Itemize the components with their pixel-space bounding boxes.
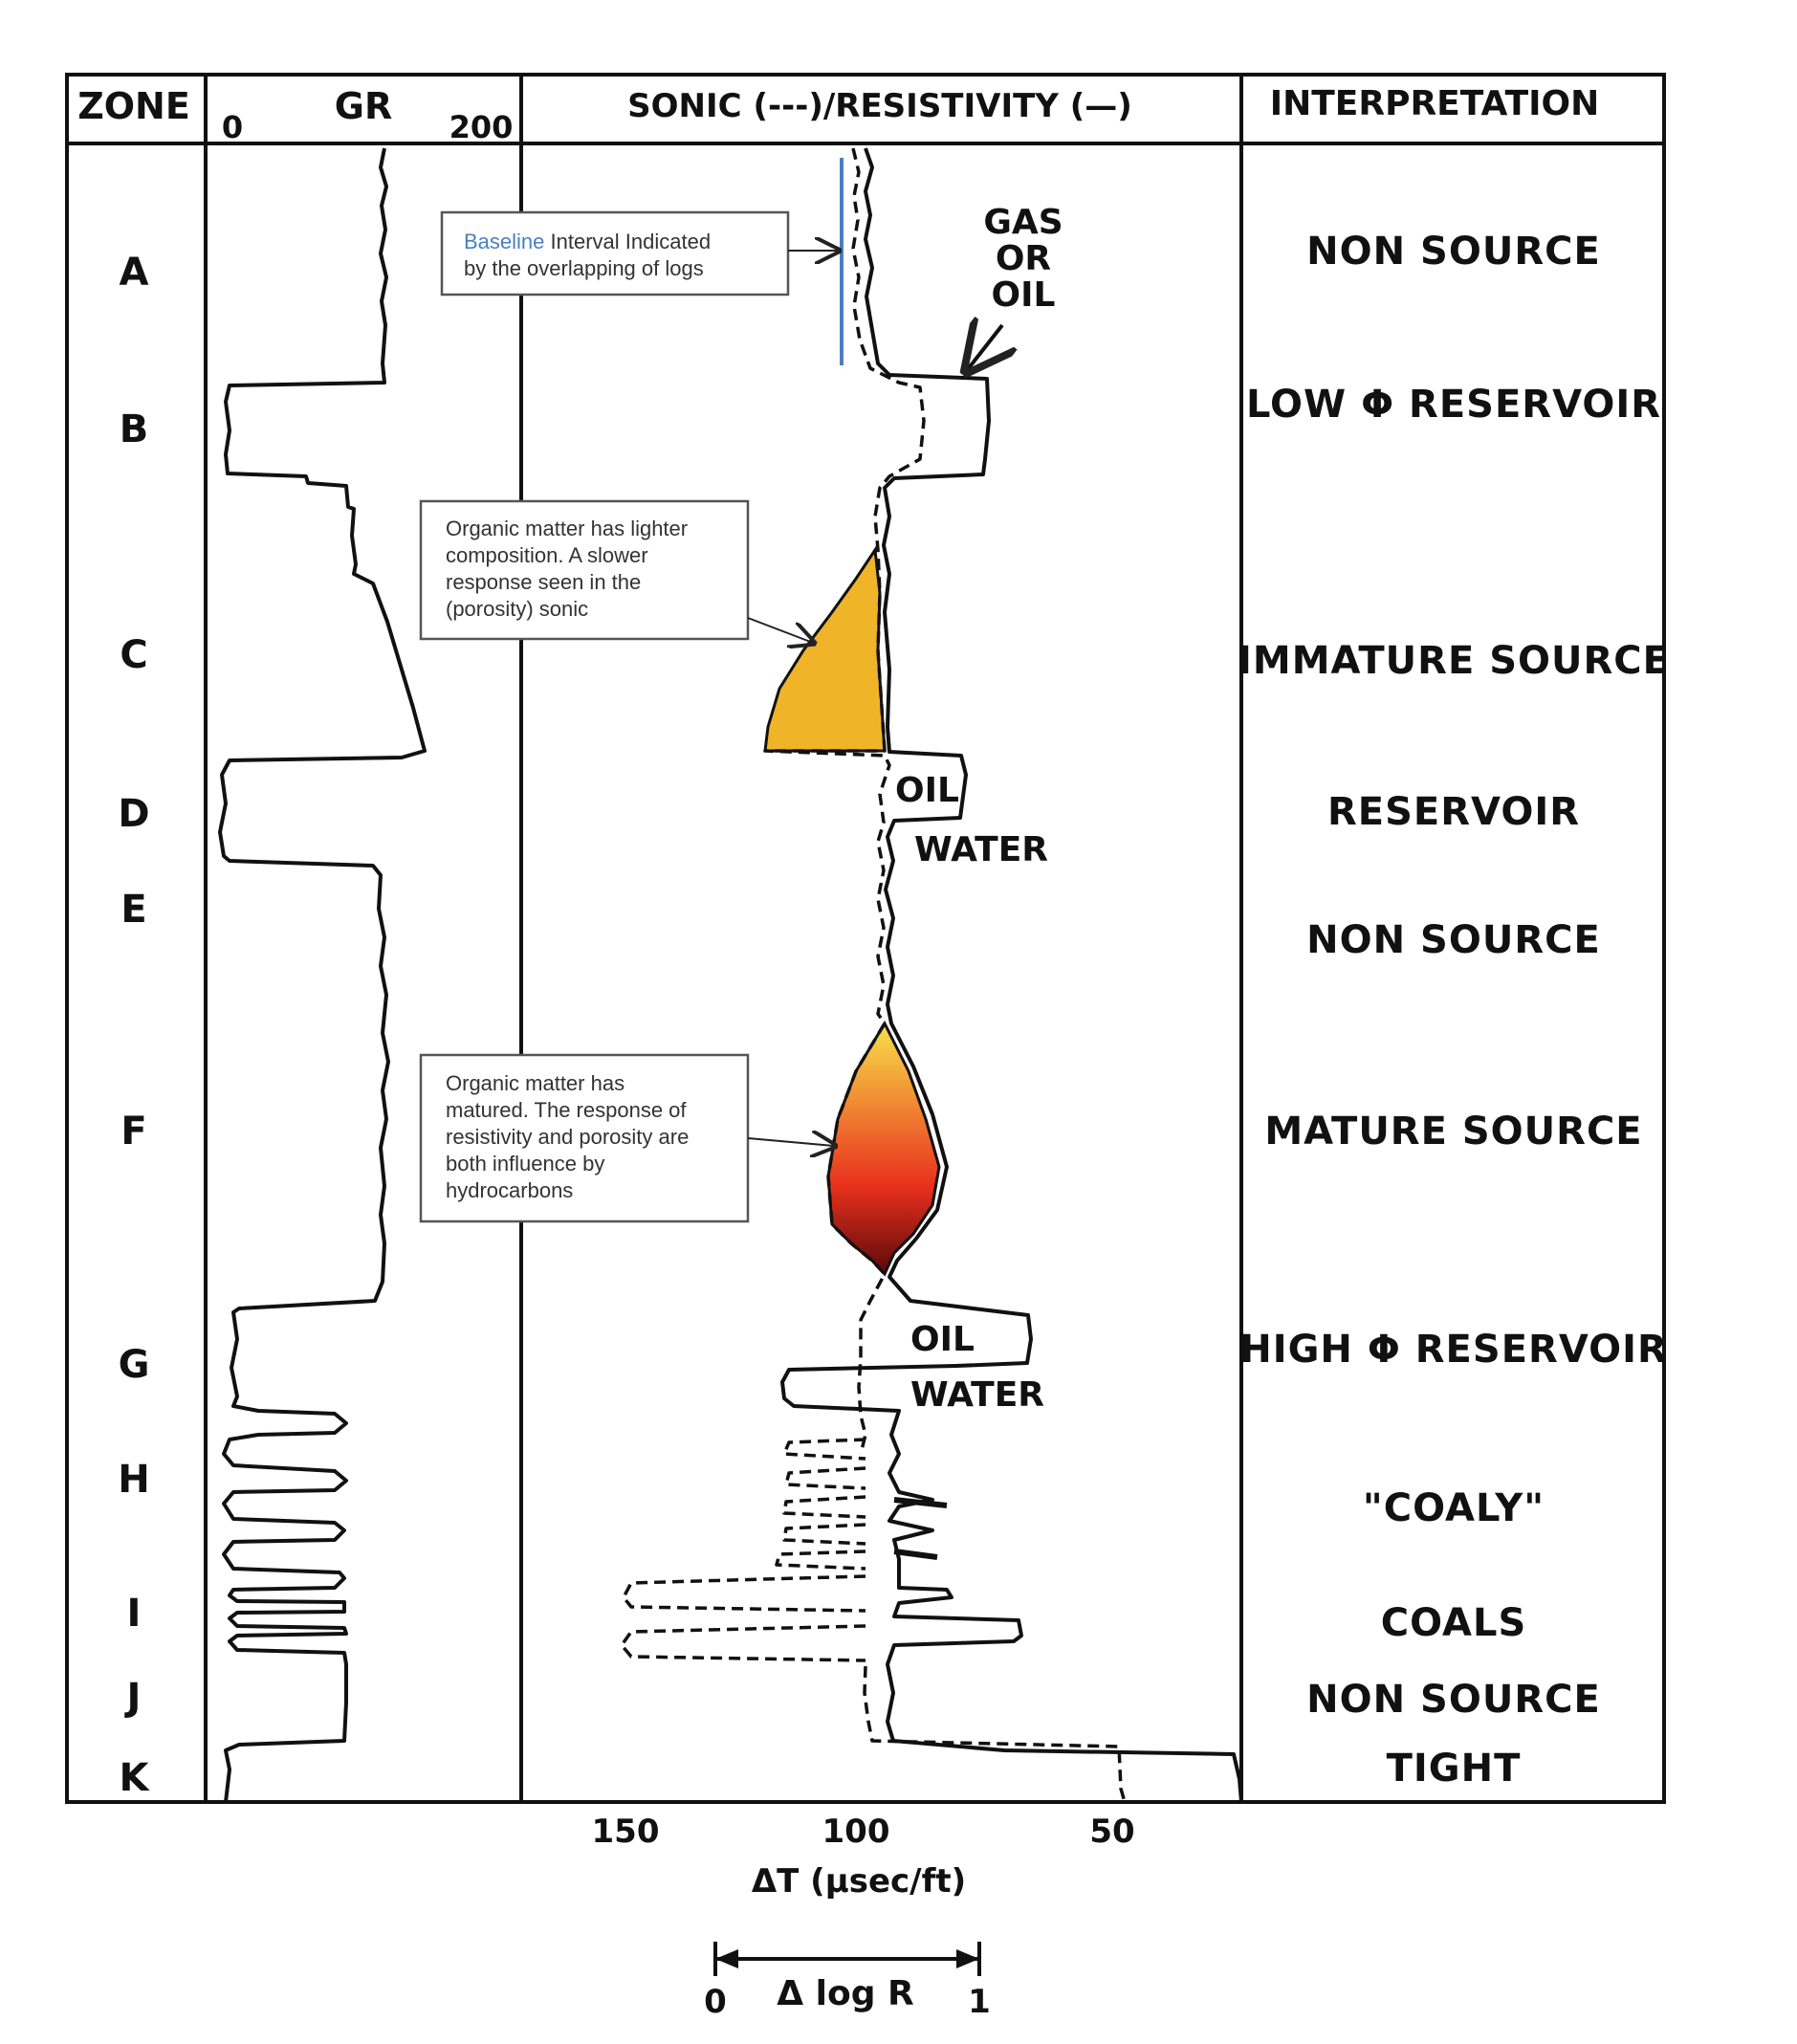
label-gas: GAS: [983, 203, 1063, 242]
svg-text:Baseline Interval Indicated: Baseline Interval Indicated: [464, 230, 711, 253]
scale-left: 0: [704, 1983, 727, 2021]
baseline-note: Baseline Interval Indicated by the overl…: [440, 210, 838, 297]
label-water-zone-g: WATER: [910, 1375, 1044, 1415]
gas-oil-arrow: [968, 325, 1002, 369]
coaly-spikes: [893, 1497, 948, 1560]
baseline-rest: Interval Indicated: [544, 230, 711, 253]
header-zone: ZONE: [77, 85, 190, 127]
immature-note-arrow: [747, 617, 813, 643]
zone-label: A: [120, 251, 149, 295]
mature-note-line: both influence by: [446, 1152, 604, 1176]
header-row: ZONE GR 0 200 SONIC (---)/RESISTIVITY (—…: [77, 84, 1599, 145]
baseline-word: Baseline: [464, 230, 544, 253]
immature-source-fill: [763, 545, 887, 753]
interpretation-label: TIGHT: [1387, 1747, 1522, 1791]
interpretation-labels: NON SOURCE LOW Φ RESERVOIR IMMATURE SOUR…: [1238, 230, 1670, 1791]
interpretation-label: COALS: [1381, 1601, 1527, 1645]
interpretation-label: NON SOURCE: [1306, 918, 1601, 962]
axis-label: ΔT (µsec/ft): [752, 1862, 966, 1901]
curve-labels: GAS OR OIL OIL WATER OIL WATER: [895, 203, 1063, 1415]
zone-label: I: [127, 1592, 142, 1636]
scale-right: 1: [968, 1983, 991, 2021]
log-frame: [65, 73, 1666, 1804]
mature-source-fill: [826, 1020, 941, 1277]
immature-note-line: (porosity) sonic: [446, 597, 588, 621]
delta-log-r-scale: 0 Δ log R 1: [704, 1942, 991, 2021]
label-water-zone-d: WATER: [914, 830, 1048, 869]
immature-note-line: composition. A slower: [446, 543, 648, 567]
mature-note-arrow: [747, 1138, 834, 1146]
header-gr-min: 0: [222, 109, 243, 145]
mature-note-line: hydrocarbons: [446, 1178, 573, 1202]
header-sonic-resistivity: SONIC (---)/RESISTIVITY (—): [627, 87, 1132, 125]
interpretation-label: RESERVOIR: [1327, 790, 1580, 834]
zone-label: C: [120, 633, 147, 677]
label-oil-zone-g: OIL: [910, 1320, 975, 1359]
sonic-curve: [620, 147, 1127, 1803]
zone-label: G: [119, 1343, 150, 1387]
gamma-ray-curve: [218, 147, 427, 1803]
resistivity-curve: [780, 147, 1243, 1803]
zone-labels: A B C D E F G H I J K: [118, 251, 150, 1800]
zone-label: B: [120, 407, 149, 451]
immature-note-line: response seen in the: [446, 570, 641, 594]
mature-note-line: matured. The response of: [446, 1098, 687, 1122]
label-oil: OIL: [992, 275, 1056, 315]
zone-label: F: [121, 1110, 146, 1154]
axis-tick-100: 100: [822, 1813, 890, 1851]
interpretation-label: MATURE SOURCE: [1264, 1110, 1642, 1154]
scale-label: Δ log R: [777, 1974, 914, 2013]
header-gr: GR: [335, 85, 392, 127]
mature-note: Organic matter has matured. The response…: [419, 1053, 834, 1223]
interpretation-label: IMMATURE SOURCE: [1238, 639, 1670, 683]
baseline-note-line2: by the overlapping of logs: [464, 256, 704, 280]
mature-note-line: resistivity and porosity are: [446, 1125, 689, 1149]
label-oil-zone-d: OIL: [895, 771, 959, 810]
delta-t-axis: 150 100 50 ΔT (µsec/ft): [592, 1813, 1135, 1901]
header-gr-max: 200: [449, 109, 514, 145]
axis-tick-50: 50: [1089, 1813, 1134, 1851]
label-or: OR: [996, 239, 1051, 278]
zone-label: E: [121, 888, 146, 932]
interpretation-label: "COALY": [1363, 1486, 1545, 1530]
interpretation-label: HIGH Φ RESERVOIR: [1239, 1328, 1668, 1372]
mature-note-line: Organic matter has: [446, 1071, 625, 1095]
interpretation-label: NON SOURCE: [1306, 1678, 1601, 1722]
interpretation-label: NON SOURCE: [1306, 230, 1601, 274]
zone-label: K: [120, 1756, 151, 1800]
immature-note-line: Organic matter has lighter: [446, 516, 688, 540]
zone-label: H: [118, 1458, 149, 1502]
axis-tick-150: 150: [592, 1813, 660, 1851]
header-interpretation: INTERPRETATION: [1270, 84, 1600, 123]
immature-note: Organic matter has lighter composition. …: [419, 499, 813, 643]
zone-label: J: [124, 1676, 142, 1720]
interpretation-label: LOW Φ RESERVOIR: [1246, 383, 1661, 427]
zone-label: D: [118, 792, 149, 836]
